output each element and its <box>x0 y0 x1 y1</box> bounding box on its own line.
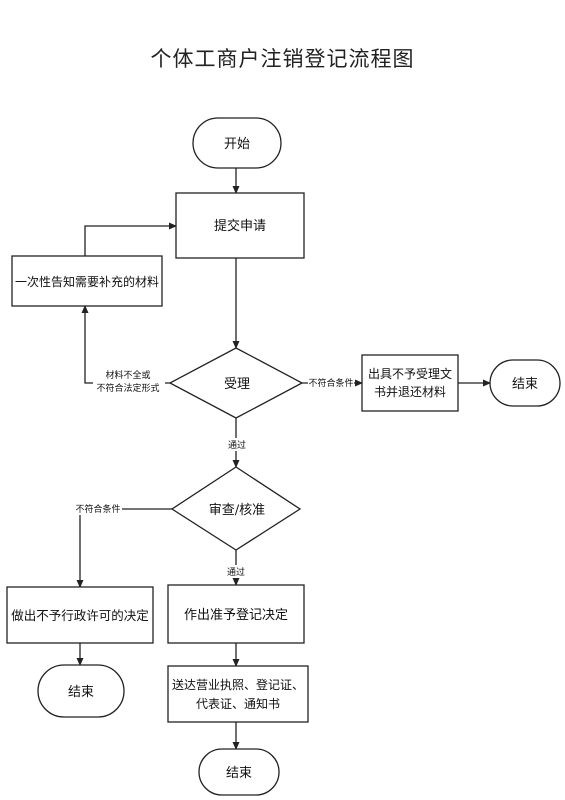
edge-label-incomplete-2: 不符合法定形式 <box>96 382 159 394</box>
end-deny-terminal <box>37 664 125 718</box>
notify-label: 一次性告知需要补充的材料 <box>15 274 159 289</box>
approve-process <box>167 584 305 644</box>
end-final-label: 结束 <box>226 766 252 781</box>
notify-process <box>11 255 163 307</box>
start-terminal <box>192 117 282 169</box>
reject-label-1: 出具不予受理文 <box>368 366 452 381</box>
start-label: 开始 <box>224 137 250 152</box>
page-title: 个体工商户注销登记流程图 <box>150 47 415 71</box>
end-final-terminal <box>198 748 280 796</box>
accept-label: 受理 <box>224 377 250 392</box>
edge-notify-to-submit <box>84 222 177 256</box>
edge-review-to-deny <box>76 508 172 588</box>
review-label: 审查/核准 <box>209 503 265 518</box>
end-reject-label: 结束 <box>512 377 538 392</box>
edge-label-review-fail: 不符合条件 <box>75 503 120 515</box>
edge-label-accept-pass: 通过 <box>228 439 246 451</box>
submit-label: 提交申请 <box>214 218 266 234</box>
submit-process <box>175 192 305 259</box>
edge-label-accept-fail: 不符合条件 <box>308 377 353 389</box>
deliver-process <box>167 665 309 723</box>
approve-label: 作出准予登记决定 <box>184 608 288 623</box>
end-reject-terminal <box>489 359 561 407</box>
edge-label-review-pass: 通过 <box>227 566 245 578</box>
reject-process <box>361 354 459 412</box>
deny-label: 做出不予行政许可的决定 <box>11 608 149 623</box>
review-decision <box>170 466 302 551</box>
reject-label-2: 书并退还材料 <box>374 385 446 399</box>
deliver-label-1: 送达营业执照、登记证、 <box>172 677 304 692</box>
deliver-label-2: 代表证、通知书 <box>196 697 280 711</box>
end-deny-label: 结束 <box>68 685 94 700</box>
accept-decision <box>168 347 304 419</box>
deny-process <box>6 586 154 644</box>
edge-label-incomplete-1: 材料不全或 <box>105 369 150 381</box>
